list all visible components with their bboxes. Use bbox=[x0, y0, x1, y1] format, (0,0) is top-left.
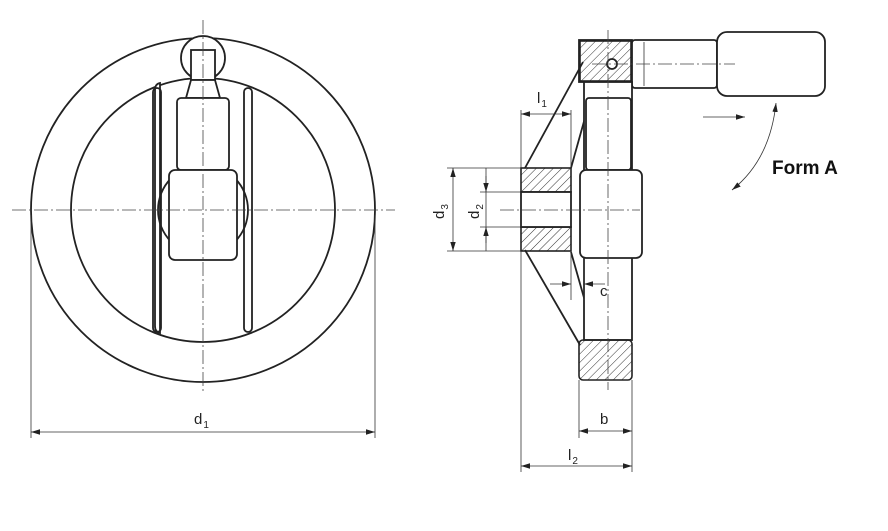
spoke-upper bbox=[524, 61, 584, 169]
front-view: d1 bbox=[12, 20, 395, 438]
side-handle-grip bbox=[716, 31, 826, 97]
label-b: b bbox=[600, 411, 608, 428]
folding-handle-grip bbox=[579, 169, 643, 259]
folding-handle-shaft bbox=[585, 97, 632, 171]
label-c: c bbox=[600, 283, 608, 300]
rim-section-bottom bbox=[578, 339, 633, 381]
rim-section-top-hatch bbox=[579, 40, 632, 82]
label-d3: d3 bbox=[431, 204, 451, 219]
form-label: Form A bbox=[772, 158, 838, 179]
spoke-lower bbox=[524, 249, 581, 346]
hub-upper bbox=[520, 167, 572, 193]
side-view: l1 d3 d2 c b l2 bbox=[431, 30, 826, 472]
label-l2: l2 bbox=[568, 447, 578, 467]
label-d2: d2 bbox=[466, 204, 486, 219]
label-d1: d1 bbox=[194, 411, 209, 431]
hub-lower bbox=[520, 226, 572, 252]
hub-bore bbox=[520, 191, 572, 228]
rotation-arc-arrow bbox=[731, 102, 778, 191]
label-l1: l1 bbox=[537, 90, 547, 110]
